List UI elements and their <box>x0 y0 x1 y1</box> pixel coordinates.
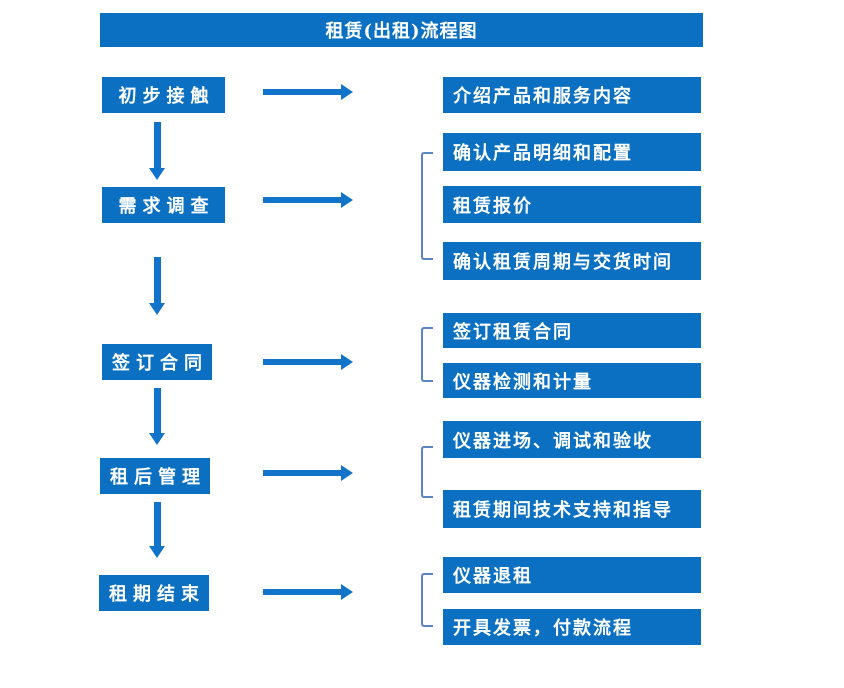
right-arrow-4 <box>263 465 353 481</box>
step-rental-end: 租期结束 <box>99 575 209 611</box>
down-arrow-shaft <box>154 122 161 168</box>
detail-instrument-testing-metering: 仪器检测和计量 <box>443 363 701 398</box>
right-arrow-head <box>341 465 353 481</box>
down-arrow-head <box>149 168 165 180</box>
detail-sign-rental-contract: 签订租赁合同 <box>443 313 701 348</box>
group-bracket-demand-survey <box>421 152 433 260</box>
right-arrow-shaft <box>263 589 342 595</box>
right-arrow-3 <box>263 354 353 370</box>
group-bracket-sign-contract <box>421 327 433 382</box>
detail-introduce-products-services: 介绍产品和服务内容 <box>443 77 701 113</box>
step-sign-contract: 签订合同 <box>102 344 212 380</box>
right-arrow-2 <box>263 192 353 208</box>
down-arrow-3 <box>149 388 166 445</box>
detail-rental-quotation: 租赁报价 <box>443 186 701 223</box>
down-arrow-shaft <box>154 388 161 433</box>
right-arrow-head <box>341 584 353 600</box>
right-arrow-5 <box>263 584 353 600</box>
group-bracket-post-rental <box>421 446 433 498</box>
down-arrow-4 <box>149 502 166 558</box>
flowchart-title: 租赁(出租)流程图 <box>100 13 703 47</box>
group-bracket-rental-end <box>421 573 433 627</box>
right-arrow-head <box>341 192 353 208</box>
detail-invoice-payment-process: 开具发票，付款流程 <box>443 609 701 645</box>
right-arrow-shaft <box>263 197 342 203</box>
down-arrow-2 <box>149 257 166 315</box>
detail-confirm-product-details-config: 确认产品明细和配置 <box>443 133 701 171</box>
down-arrow-shaft <box>154 257 161 303</box>
step-post-rental-management: 租后管理 <box>100 458 210 494</box>
right-arrow-head <box>341 354 353 370</box>
right-arrow-shaft <box>263 89 342 95</box>
detail-tech-support-guidance: 租赁期间技术支持和指导 <box>443 490 701 528</box>
down-arrow-head <box>149 433 165 445</box>
down-arrow-shaft <box>154 502 161 546</box>
right-arrow-shaft <box>263 359 342 365</box>
detail-confirm-rental-period-delivery: 确认租赁周期与交货时间 <box>443 242 701 280</box>
down-arrow-head <box>149 303 165 315</box>
right-arrow-shaft <box>263 470 342 476</box>
down-arrow-head <box>149 546 165 558</box>
detail-instrument-setup-acceptance: 仪器进场、调试和验收 <box>443 421 701 458</box>
right-arrow-1 <box>263 84 353 100</box>
right-arrow-head <box>341 84 353 100</box>
detail-instrument-return: 仪器退租 <box>443 557 701 593</box>
step-initial-contact: 初步接触 <box>102 77 225 113</box>
down-arrow-1 <box>149 122 166 180</box>
step-demand-survey: 需求调查 <box>102 187 225 223</box>
